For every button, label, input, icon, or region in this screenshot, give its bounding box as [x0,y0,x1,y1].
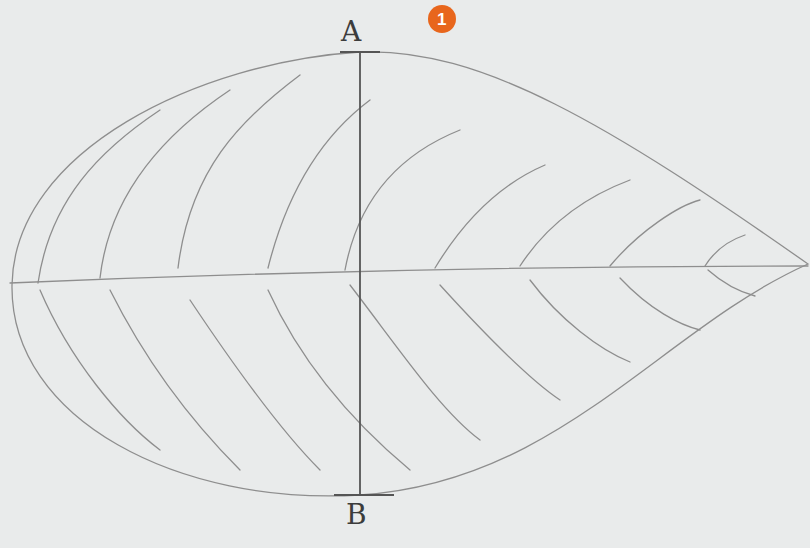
point-label: A [341,18,361,46]
point-label: B [346,501,367,529]
leaf-veins [38,75,755,470]
callout-circle [428,5,456,33]
leaf-midrib [10,266,808,283]
callout-number: 1 [437,11,446,28]
leaf-outline [12,52,808,496]
dimension-line [334,52,394,495]
